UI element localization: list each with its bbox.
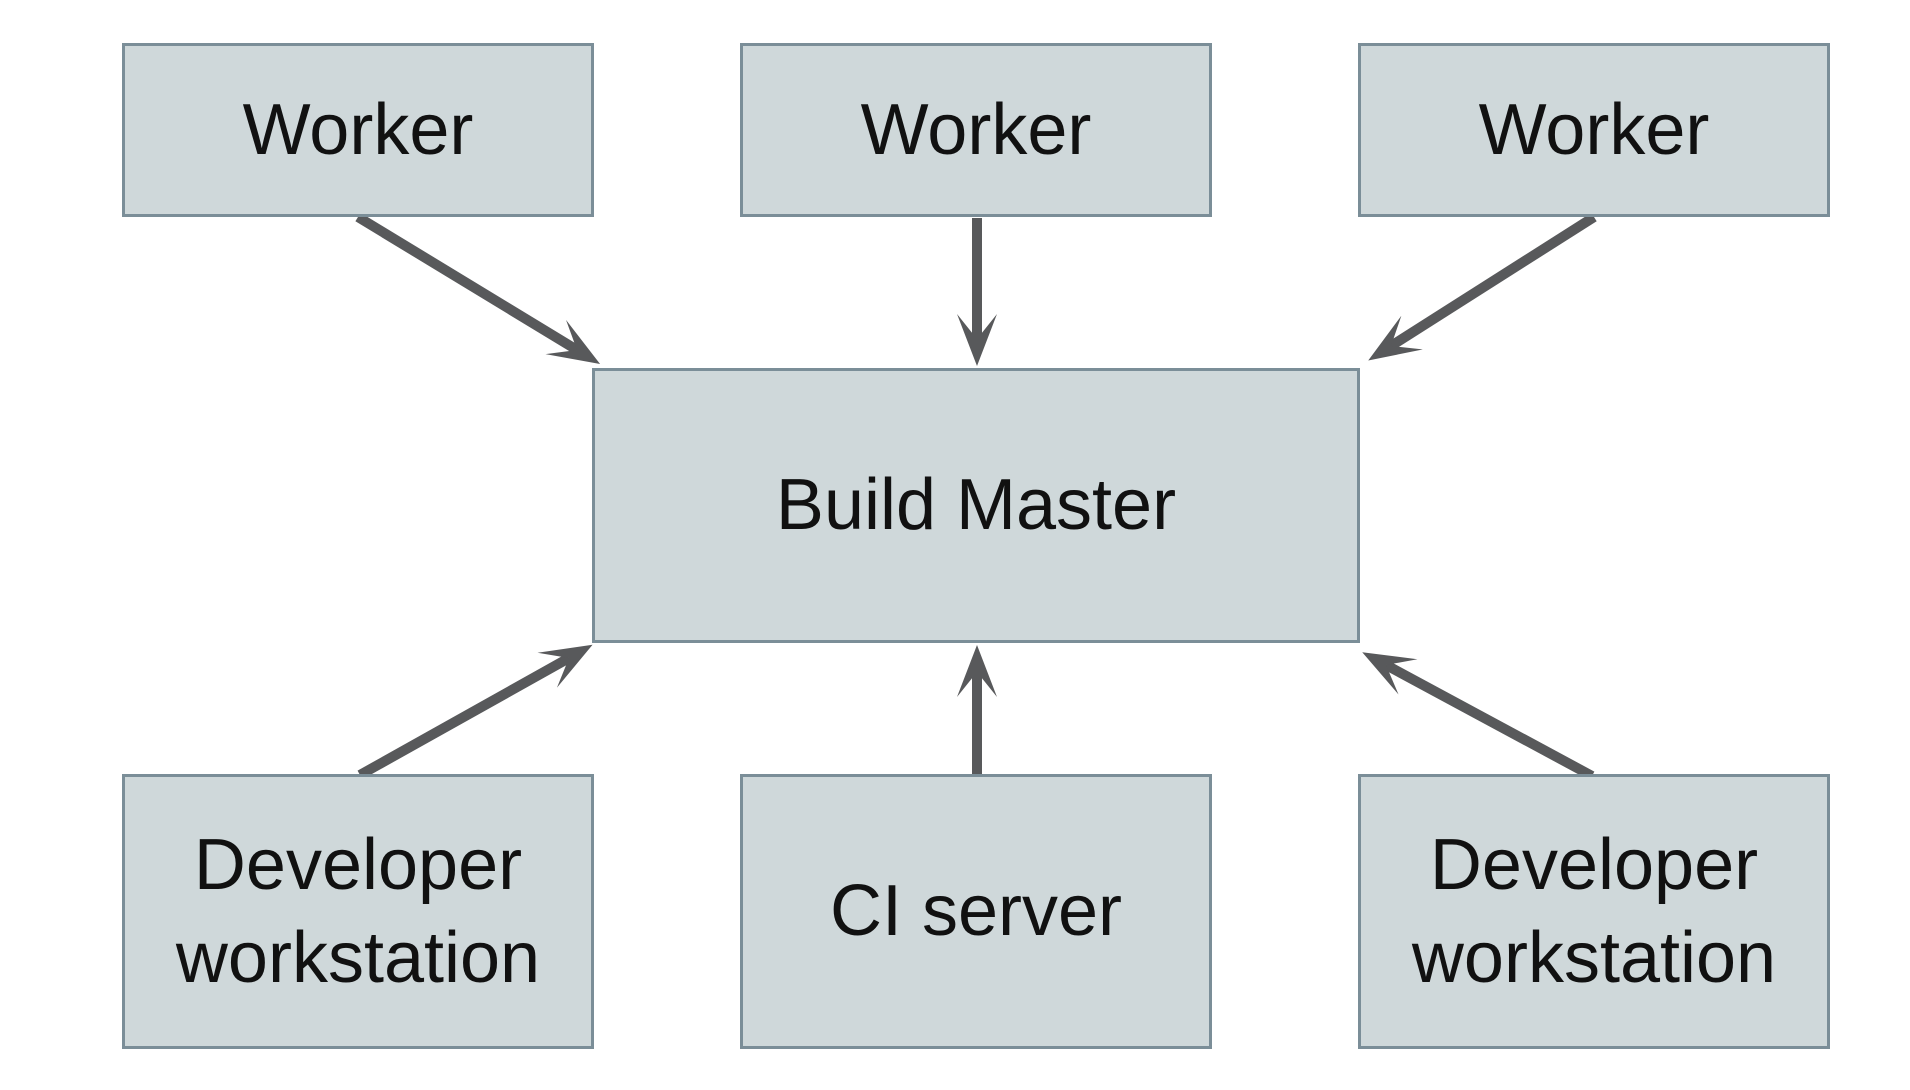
node-worker-1: Worker [122, 43, 594, 217]
node-ci-server: CI server [740, 774, 1212, 1049]
node-build-master: Build Master [592, 368, 1360, 643]
node-developer-workstation-right-label: Developer workstation [1411, 825, 1777, 998]
node-developer-workstation-left-label: Developer workstation [175, 825, 541, 998]
node-developer-workstation-right: Developer workstation [1358, 774, 1830, 1049]
arrow-developer-workstation-left-to-build-master [357, 644, 593, 780]
arrow-developer-workstation-right-to-build-master [1362, 652, 1595, 781]
node-worker-3-label: Worker [1478, 89, 1710, 170]
node-worker-1-label: Worker [242, 89, 474, 170]
node-ci-server-label: CI server [829, 871, 1123, 952]
node-worker-2: Worker [740, 43, 1212, 217]
arrow-worker-1-to-build-master [355, 212, 601, 365]
node-developer-workstation-left: Developer workstation [122, 774, 594, 1049]
node-worker-2-label: Worker [860, 89, 1092, 170]
node-worker-3: Worker [1358, 43, 1830, 217]
node-build-master-label: Build Master [775, 465, 1177, 546]
arrow-worker-3-to-build-master [1368, 212, 1597, 361]
